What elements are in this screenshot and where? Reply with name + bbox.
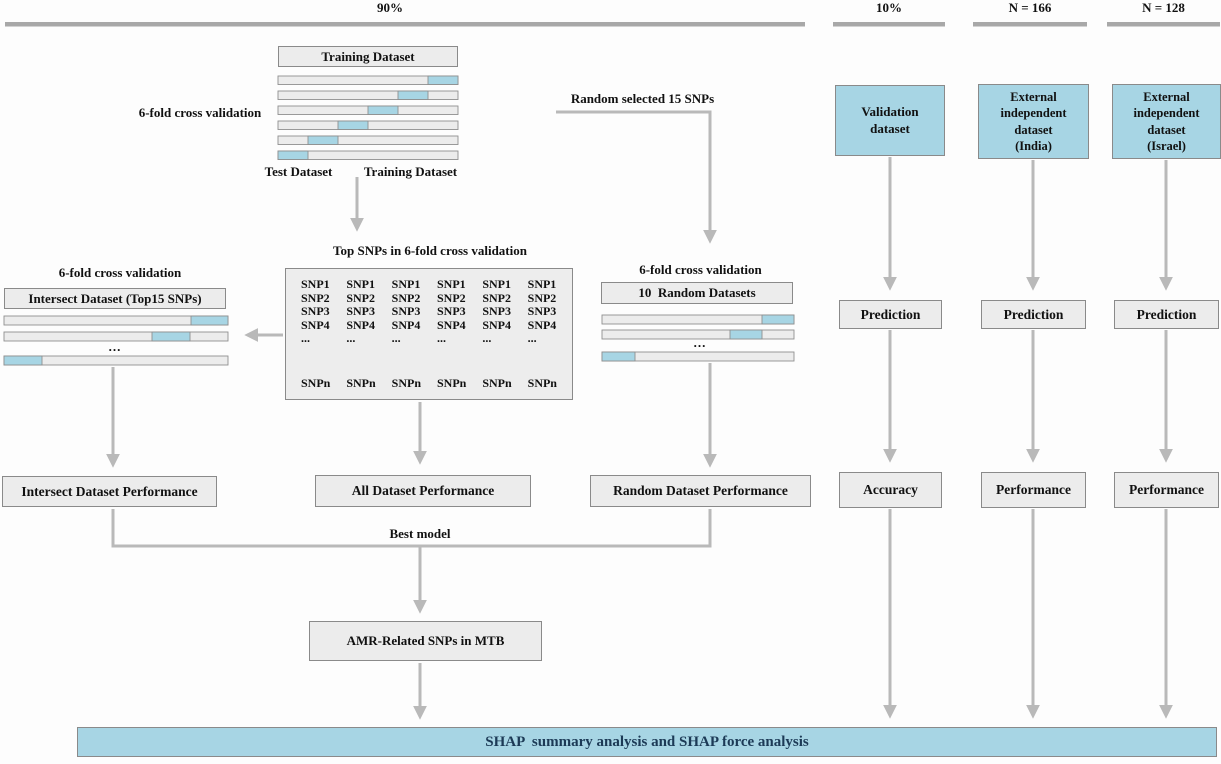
snp-row-label: SNP4 xyxy=(391,317,421,332)
random-performance-box: Random Dataset Performance xyxy=(590,475,811,507)
israel-prediction-box: Prediction xyxy=(1114,300,1219,329)
snp-row-label: SNPn xyxy=(391,376,421,391)
snp-row-label: SNP1 xyxy=(436,277,466,291)
snp-row-label: SNPn xyxy=(482,376,512,391)
cv-label-main: 6-fold cross validation xyxy=(138,105,262,120)
random-selected-snps-label: Random selected 15 SNPs xyxy=(570,91,715,106)
random-fold-bars xyxy=(601,314,795,362)
snp-row-label: SNPn xyxy=(527,376,557,391)
cv-label-random: 6-fold cross validation xyxy=(639,262,762,277)
snp-row-label: SNP2 xyxy=(301,290,330,305)
intersect-fold-bars xyxy=(3,315,229,366)
random-ellipsis: ... xyxy=(693,335,707,350)
snp-row-label: SNP4 xyxy=(301,317,330,332)
snp-row-label: SNP2 xyxy=(391,290,421,305)
snp-row-label: SNP2 xyxy=(527,290,557,305)
test-dataset-label: Test Dataset xyxy=(264,164,333,179)
snp-row-label: SNP2 xyxy=(482,290,511,305)
snp-row-label: SNP2 xyxy=(346,290,375,305)
validation-prediction-box: Prediction xyxy=(839,300,942,329)
snp-row-label: ... xyxy=(391,331,401,346)
israel-n-label: N = 128 xyxy=(1142,0,1185,15)
snp-row-label: SNP1 xyxy=(346,277,375,291)
training-dataset-box: Training Dataset xyxy=(278,46,458,67)
top-snps-title: Top SNPs in 6-fold cross validation xyxy=(333,243,527,258)
cv-label-intersect: 6-fold cross validation xyxy=(58,265,182,280)
snp-row-label: SNP3 xyxy=(346,304,375,319)
snp-row-label: SNP1 xyxy=(527,277,557,291)
flow-arrows xyxy=(106,110,1173,720)
snp-row-label: SNP3 xyxy=(436,304,466,319)
snp-row-label: SNP4 xyxy=(527,317,557,332)
israel-dataset-box: External independent dataset (Israel) xyxy=(1112,84,1221,159)
snp-row-label: SNPn xyxy=(346,376,376,391)
snp-row-label: SNP4 xyxy=(436,317,466,332)
amr-snps-box: AMR-Related SNPs in MTB xyxy=(309,621,542,661)
shap-analysis-bar: SHAP summary analysis and SHAP force ana… xyxy=(77,727,1217,757)
all-dataset-performance-box: All Dataset Performance xyxy=(315,475,531,507)
snp-row-label: SNPn xyxy=(436,376,467,391)
snp-row-label: SNP1 xyxy=(482,277,511,291)
snp-row-label: SNP2 xyxy=(436,290,466,305)
random-datasets-box: 10 Random Datasets xyxy=(601,282,793,304)
snp-row-label: SNP3 xyxy=(301,304,330,319)
india-n-label: N = 166 xyxy=(1008,0,1052,15)
validation-split-label: 10% xyxy=(876,0,902,15)
snp-row-label: SNP4 xyxy=(482,317,511,332)
best-model-label: Best model xyxy=(389,526,451,541)
snp-row-label: SNP4 xyxy=(346,317,375,332)
snp-row-label: ... xyxy=(436,331,446,346)
training-dataset-label: Training Dataset xyxy=(363,164,458,179)
snp-row-label: ... xyxy=(527,331,537,346)
snp-row-label: SNP3 xyxy=(527,304,557,319)
snp-row-label: SNPn xyxy=(301,376,331,391)
israel-performance-box: Performance xyxy=(1114,472,1219,508)
validation-dataset-box: Validation dataset xyxy=(835,85,945,156)
snp-row-label: SNP3 xyxy=(482,304,511,319)
india-prediction-box: Prediction xyxy=(981,300,1086,329)
snp-row-label: ... xyxy=(301,331,310,346)
validation-accuracy-box: Accuracy xyxy=(839,472,942,508)
india-performance-box: Performance xyxy=(981,472,1086,508)
snp-row-label: ... xyxy=(482,331,492,346)
split-ruler-bars xyxy=(5,22,1220,27)
snp-row-label: SNP1 xyxy=(391,277,421,291)
cv-fold-bars xyxy=(277,75,459,160)
snp-row-label: SNP3 xyxy=(391,304,421,319)
snp-row-label: ... xyxy=(346,331,356,346)
intersect-performance-box: Intersect Dataset Performance xyxy=(2,476,217,507)
snp-row-label: SNP1 xyxy=(301,277,330,291)
intersect-ellipsis: ... xyxy=(108,339,122,354)
intersect-dataset-box: Intersect Dataset (Top15 SNPs) xyxy=(4,288,226,309)
india-dataset-box: External independent dataset (India) xyxy=(978,84,1089,159)
train-split-label: 90% xyxy=(377,0,403,15)
